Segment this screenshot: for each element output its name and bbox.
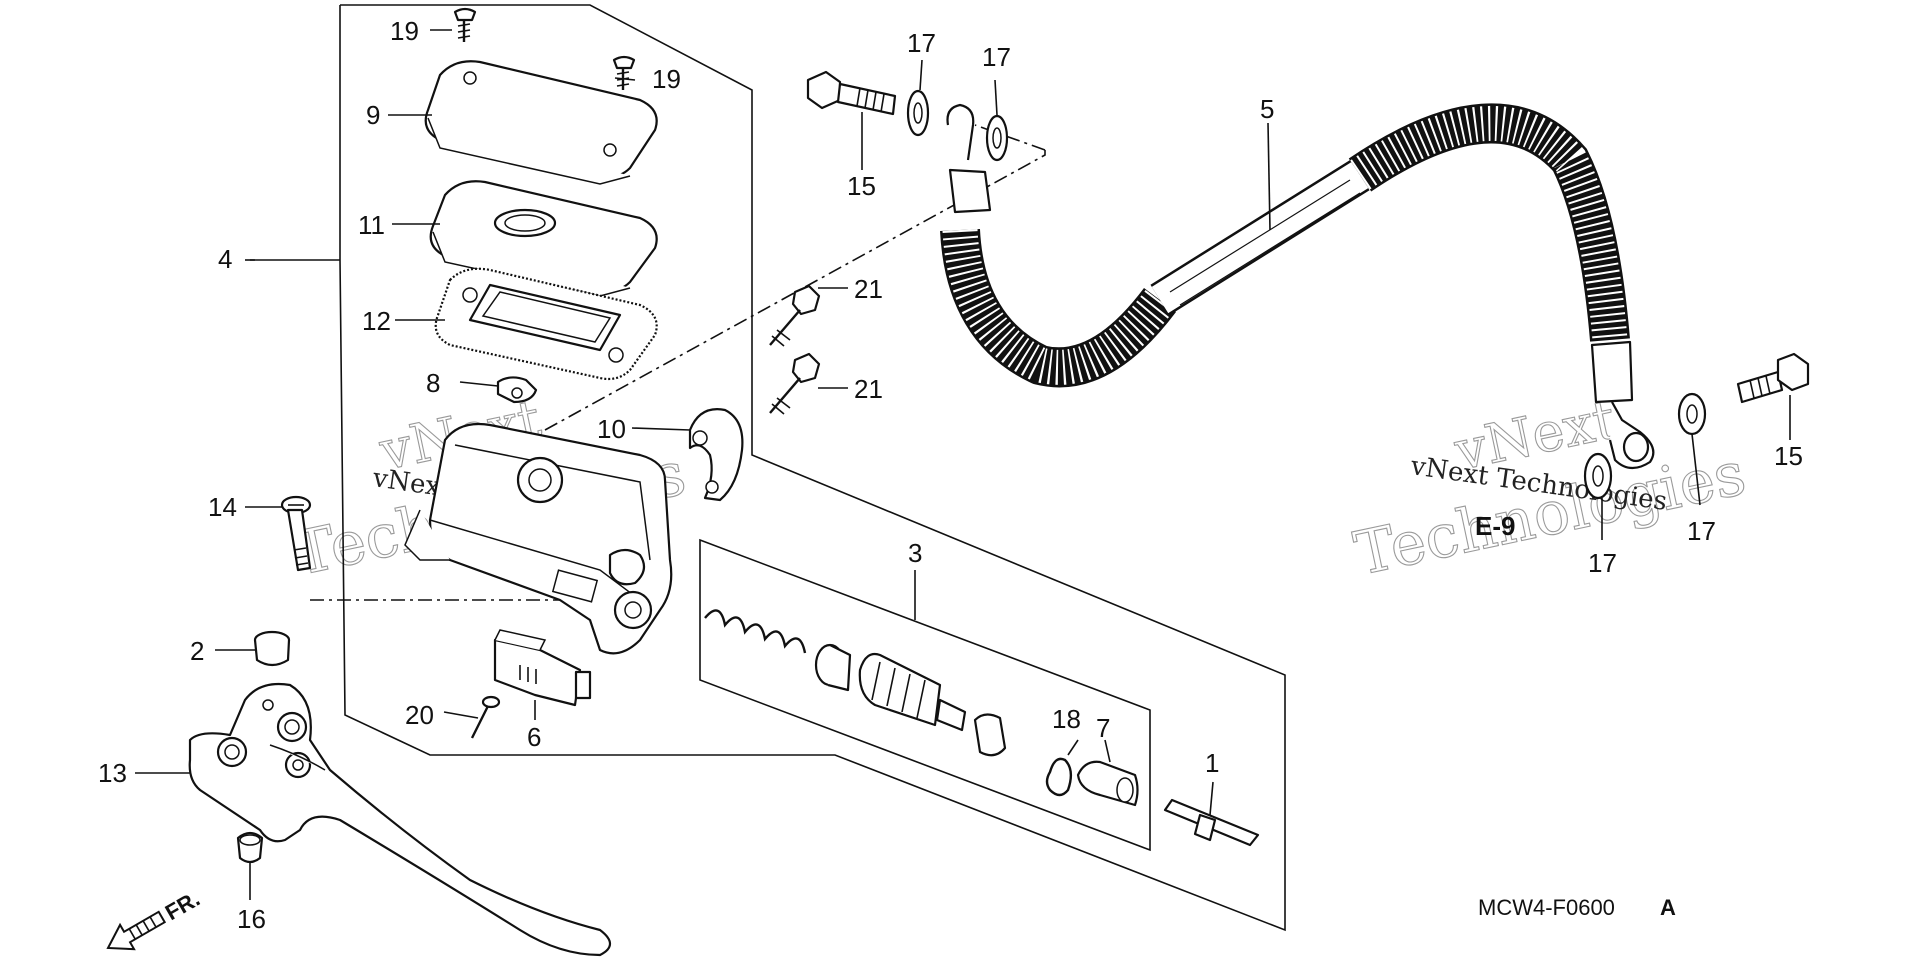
- label-part-14: 14: [208, 492, 237, 522]
- screw-20: [470, 695, 501, 739]
- label-part-17b: 17: [982, 42, 1011, 72]
- leader-lines: [135, 29, 1791, 900]
- boot-7: [1076, 760, 1139, 807]
- screw-19b: [612, 55, 636, 90]
- sealing-washer-17c: [1583, 452, 1613, 500]
- label-part-17c: 17: [1588, 548, 1617, 578]
- master-cylinder-outline: [250, 4, 1286, 932]
- label-part-5: 5: [1260, 94, 1274, 124]
- label-part-16: 16: [237, 904, 266, 934]
- master-cylinder-body: [404, 422, 673, 655]
- diagram-code-suffix: A: [1660, 895, 1676, 920]
- label-part-18: 18: [1052, 704, 1081, 734]
- label-part-19b: 19: [652, 64, 681, 94]
- reservoir-cap-9: [424, 60, 658, 185]
- holder-clamp-10: [688, 408, 744, 502]
- piston: [858, 652, 967, 732]
- label-part-15b: 15: [1774, 441, 1803, 471]
- bolt-21b: [769, 352, 821, 415]
- front-arrow-icon: [106, 910, 167, 951]
- label-part-11: 11: [358, 210, 385, 240]
- label-part-17a: 17: [907, 28, 936, 58]
- piston-end: [973, 713, 1007, 757]
- reference-e9: E-9: [1475, 511, 1515, 541]
- circlip-18: [1045, 757, 1073, 797]
- label-part-7: 7: [1096, 713, 1110, 743]
- push-rod-1: [1163, 798, 1260, 847]
- banjo-bolt-15b: [1736, 352, 1810, 404]
- lever-bushing-16: [236, 831, 264, 864]
- diaphragm-12: [434, 267, 658, 381]
- sealing-washer-17b: [985, 114, 1009, 162]
- diagram-code: MCW4-F0600: [1478, 895, 1615, 920]
- clutch-lever-13: [188, 682, 612, 957]
- piston-kit-outline: [699, 538, 1151, 852]
- cup-seal: [814, 643, 852, 692]
- front-label: FR.: [161, 886, 204, 925]
- pivot-cap-2: [253, 630, 291, 667]
- label-part-2: 2: [190, 636, 204, 666]
- pivot-bolt-14: [280, 495, 312, 572]
- float-8: [496, 376, 538, 404]
- label-part-21b: 21: [854, 374, 883, 404]
- label-part-15a: 15: [847, 171, 876, 201]
- label-part-1: 1: [1205, 748, 1219, 778]
- label-part-20: 20: [405, 700, 434, 730]
- clutch-hose-5: [940, 103, 1655, 470]
- label-part-10: 10: [597, 414, 626, 444]
- sealing-washer-17d: [1677, 392, 1707, 436]
- label-part-8: 8: [426, 368, 440, 398]
- label-part-9: 9: [366, 100, 380, 130]
- label-part-4: 4: [218, 244, 232, 274]
- label-part-3: 3: [908, 538, 922, 568]
- part-number-labels: 19 19 9 11 4 12 8 10 14 2 13 16 20 6 21 …: [98, 16, 1803, 934]
- guide-line-bolt: [974, 124, 1046, 151]
- label-part-13: 13: [98, 758, 127, 788]
- banjo-bolt-15a: [806, 70, 897, 116]
- label-part-17d: 17: [1687, 516, 1716, 546]
- label-part-21a: 21: [854, 274, 883, 304]
- screw-19a: [453, 7, 477, 42]
- bolt-21a: [769, 284, 821, 347]
- guide-line-hose: [544, 150, 1046, 431]
- front-arrow: FR.: [106, 886, 204, 951]
- sealing-washer-17a: [906, 89, 930, 137]
- spring-3: [704, 609, 807, 654]
- label-part-6: 6: [527, 722, 541, 752]
- label-part-12: 12: [362, 306, 391, 336]
- clutch-switch-6: [493, 629, 592, 707]
- diaphragm-plate-11: [429, 180, 658, 297]
- label-part-19a: 19: [390, 16, 419, 46]
